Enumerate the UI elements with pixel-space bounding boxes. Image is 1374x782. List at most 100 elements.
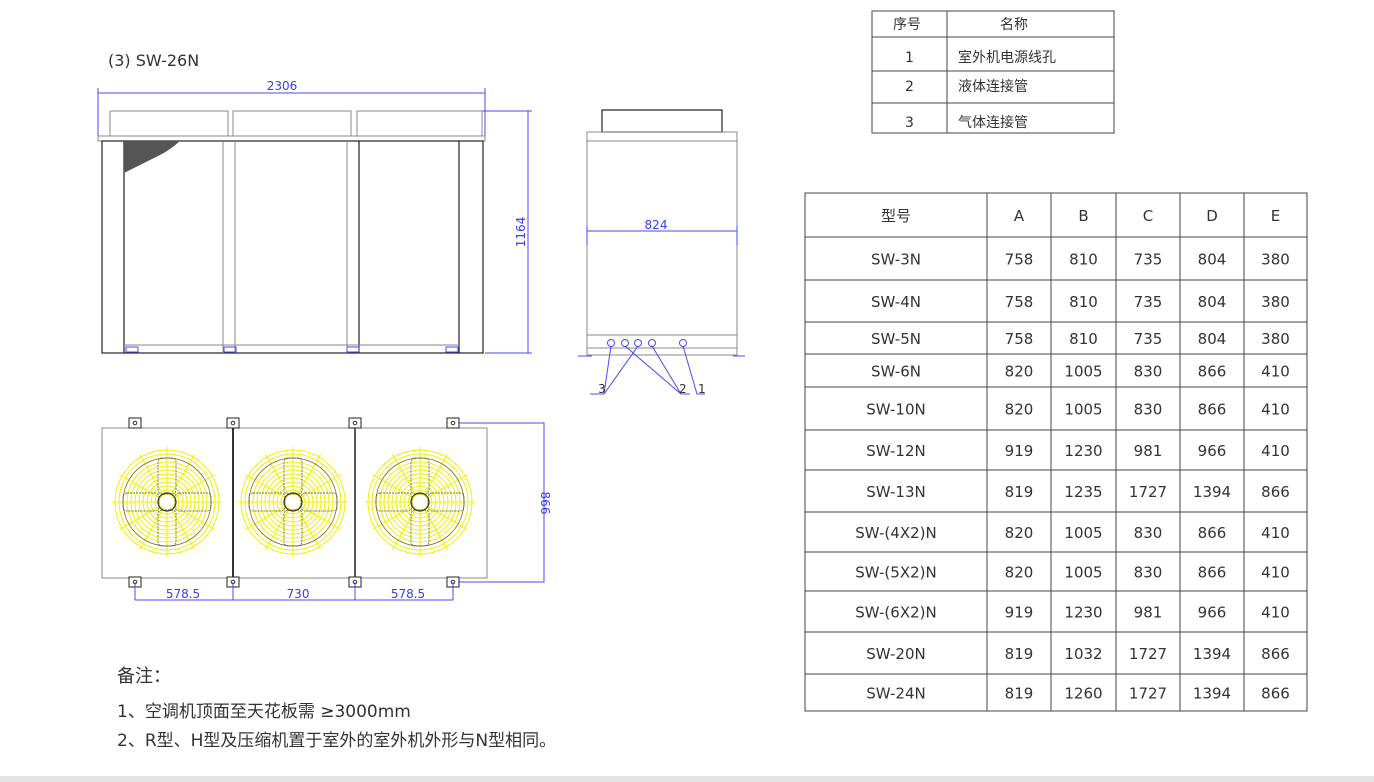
legend-table: 序号 名称 1 室外机电源线孔 2 液体连接管 3 气体连接管 [871,10,1115,134]
header-cell: D [1206,207,1218,225]
value-cell: 866 [1198,524,1227,542]
value-cell: 819 [1005,483,1034,501]
value-cell: 810 [1069,293,1098,311]
value-cell: 380 [1261,293,1290,311]
header-cell: B [1078,207,1088,225]
mounting-foot [446,417,460,429]
value-cell: 830 [1134,564,1163,582]
value-cell: 1727 [1129,685,1167,703]
model-cell: SW-3N [871,251,921,269]
height-dimension: 1164 [514,217,528,248]
value-cell: 758 [1005,251,1034,269]
value-cell: 966 [1198,442,1227,460]
header-cell: 型号 [881,207,911,225]
value-cell: 1394 [1193,645,1231,663]
callout-2: 2 [679,382,687,396]
value-cell: 804 [1198,293,1227,311]
value-cell: 410 [1261,363,1290,381]
value-cell: 981 [1134,604,1163,622]
value-cell: 866 [1198,401,1227,419]
notes-heading: 备注： [117,666,171,687]
model-cell: SW-(4X2)N [855,524,936,542]
value-cell: 866 [1198,564,1227,582]
value-cell: 1230 [1064,442,1102,460]
value-cell: 380 [1261,330,1290,348]
front-view: 2306 1164 [97,79,532,354]
value-cell: 804 [1198,330,1227,348]
legend-index: 1 [905,50,914,66]
value-cell: 410 [1261,524,1290,542]
value-cell: 810 [1069,251,1098,269]
value-cell: 830 [1134,363,1163,381]
header-cell: A [1014,207,1025,225]
value-cell: 866 [1261,685,1290,703]
mounting-foot [348,417,362,429]
value-cell: 735 [1134,251,1163,269]
legend-index: 2 [905,79,914,95]
value-cell: 820 [1005,363,1034,381]
model-cell: SW-(6X2)N [855,604,936,622]
value-cell: 735 [1134,293,1163,311]
callout-1: 1 [698,382,706,396]
header-cell: E [1271,207,1280,225]
bottom-border [0,776,1374,782]
callout-3: 3 [598,382,606,396]
coil-hatch [124,141,180,173]
value-cell: 1394 [1193,483,1231,501]
value-cell: 380 [1261,251,1290,269]
drawing-title: (3) SW-26N [108,51,199,70]
depth-dimension: 866 [538,492,552,515]
value-cell: 919 [1005,442,1034,460]
mounting-foot [128,417,142,429]
value-cell: 1727 [1129,645,1167,663]
value-cell: 758 [1005,330,1034,348]
value-cell: 981 [1134,442,1163,460]
model-cell: SW-20N [866,645,925,663]
width-dimension: 2306 [267,79,298,93]
value-cell: 820 [1005,524,1034,542]
value-cell: 1394 [1193,685,1231,703]
legend-header-name: 名称 [1000,17,1028,33]
value-cell: 919 [1005,604,1034,622]
spacing-dimension-middle: 730 [287,587,310,601]
spacing-dimension-left: 578.5 [166,587,200,601]
spacing-dimension-right: 578.5 [391,587,425,601]
value-cell: 830 [1134,524,1163,542]
value-cell: 735 [1134,330,1163,348]
value-cell: 1230 [1064,604,1102,622]
value-cell: 1005 [1064,524,1102,542]
value-cell: 1005 [1064,363,1102,381]
model-cell: SW-24N [866,685,925,703]
header-cell: C [1143,207,1153,225]
value-cell: 758 [1005,293,1034,311]
fan-icon [112,447,222,557]
side-width-dimension: 824 [645,218,668,232]
legend-index: 3 [905,115,914,131]
model-cell: SW-10N [866,401,925,419]
value-cell: 1005 [1064,564,1102,582]
value-cell: 820 [1005,401,1034,419]
value-cell: 819 [1005,685,1034,703]
mounting-foot [226,417,240,429]
value-cell: 810 [1069,330,1098,348]
model-cell: SW-(5X2)N [855,564,936,582]
value-cell: 866 [1261,645,1290,663]
value-cell: 830 [1134,401,1163,419]
value-cell: 966 [1198,604,1227,622]
side-view: 824 3 2 1 [578,109,745,396]
value-cell: 410 [1261,401,1290,419]
value-cell: 410 [1261,564,1290,582]
value-cell: 804 [1198,251,1227,269]
model-cell: SW-4N [871,293,921,311]
value-cell: 410 [1261,442,1290,460]
value-cell: 1235 [1064,483,1102,501]
model-cell: SW-12N [866,442,925,460]
fan-icon [238,447,348,557]
legend-name: 室外机电源线孔 [958,49,1056,66]
value-cell: 1260 [1064,685,1102,703]
value-cell: 1032 [1064,645,1102,663]
value-cell: 819 [1005,645,1034,663]
value-cell: 1005 [1064,401,1102,419]
